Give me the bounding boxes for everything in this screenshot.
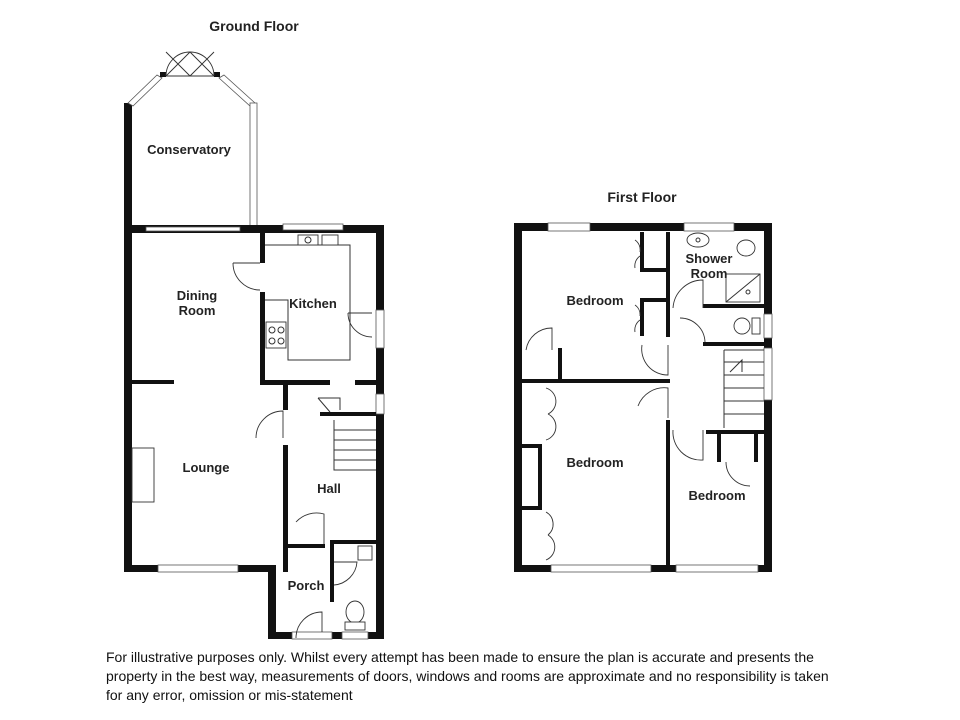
room-label-shower-line2: Room (691, 266, 728, 281)
ground-floor-doors (232, 262, 373, 639)
room-label-porch: Porch (288, 578, 325, 593)
kitchen-fittings (265, 234, 351, 361)
room-label-dining-line1: Dining (177, 288, 217, 303)
porch-fittings (344, 545, 373, 631)
room-label-kitchen: Kitchen (289, 296, 337, 311)
room-label-conservatory: Conservatory (147, 142, 232, 157)
room-label-bedroom-3: Bedroom (688, 488, 745, 503)
first-floor-plan: First Floor (514, 189, 773, 573)
ground-floor-plan: Ground Floor (124, 18, 385, 640)
ground-floor-walls (124, 223, 385, 640)
room-label-hall: Hall (317, 481, 341, 496)
room-label-bedroom-2: Bedroom (566, 455, 623, 470)
conservatory-walls (124, 51, 258, 233)
first-floor-title: First Floor (607, 189, 677, 205)
disclaimer-text: For illustrative purposes only. Whilst e… (106, 649, 829, 703)
fireplace (131, 447, 155, 503)
room-label-shower-line1: Shower (686, 251, 733, 266)
shower-fittings (686, 232, 761, 335)
first-floor-walls (514, 222, 773, 573)
first-floor-doors (525, 239, 751, 561)
first-floor-stairs (723, 349, 764, 428)
room-label-bedroom-1: Bedroom (566, 293, 623, 308)
room-label-dining-line2: Room (179, 303, 216, 318)
room-label-lounge: Lounge (183, 460, 230, 475)
ground-floor-title: Ground Floor (209, 18, 299, 34)
